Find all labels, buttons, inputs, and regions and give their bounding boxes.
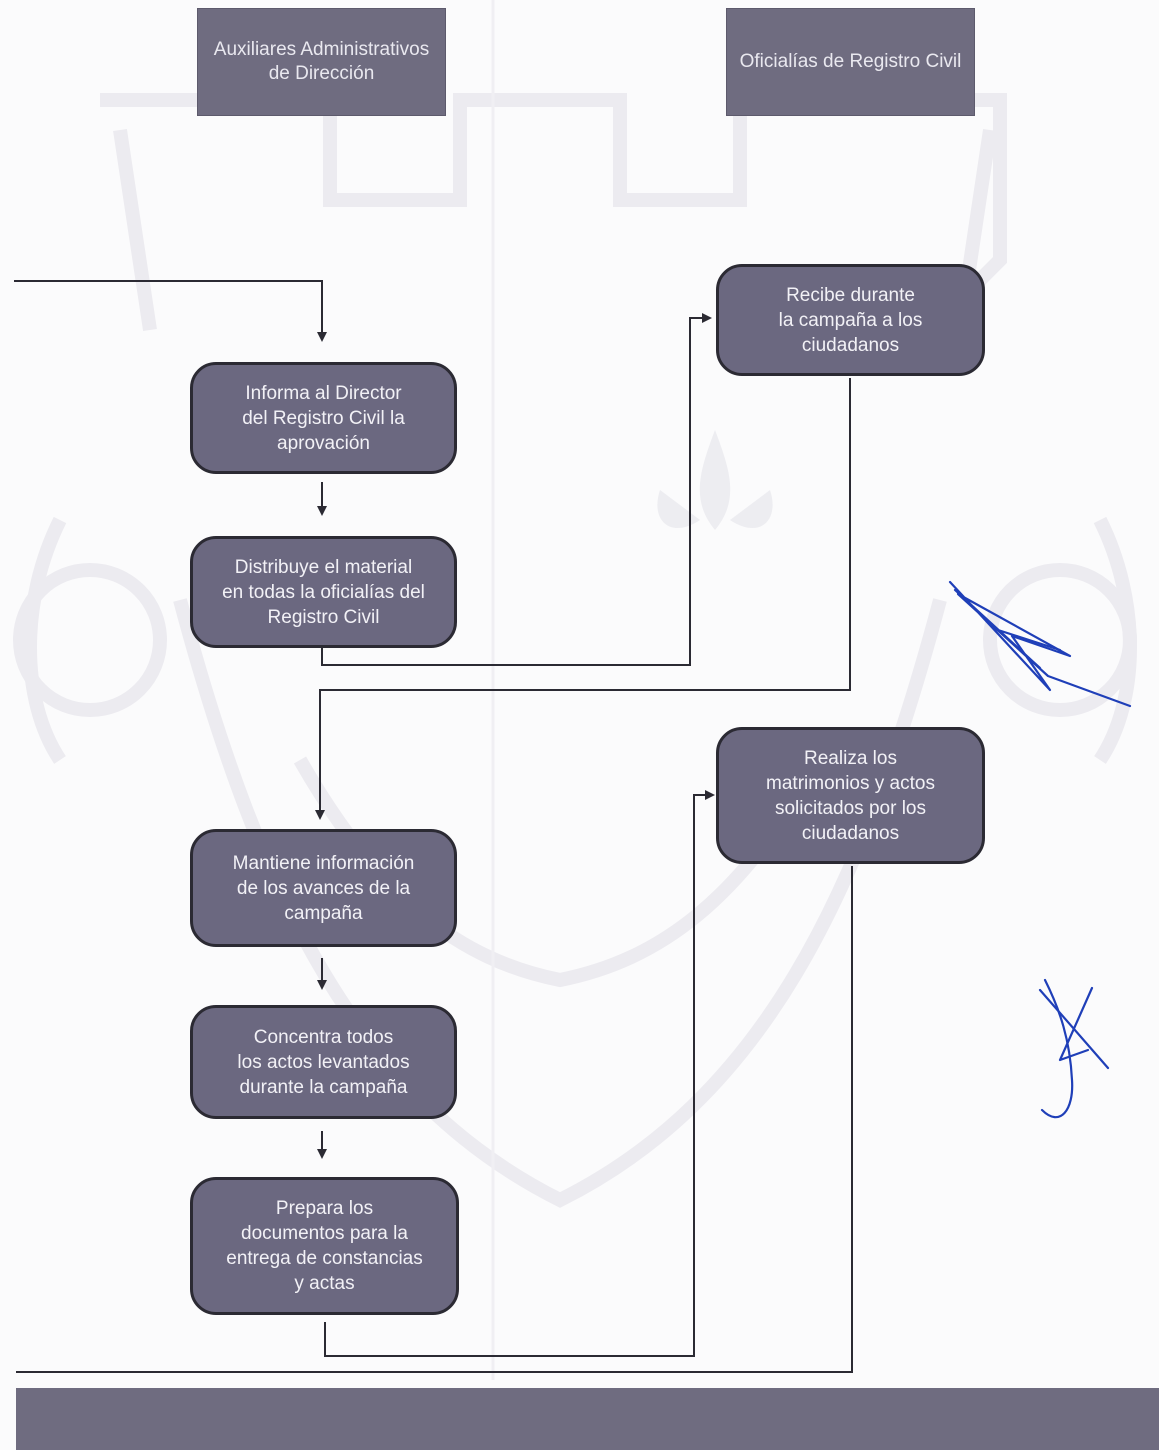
step-concentra-label: Concentra todos los actos levantados dur… [237, 1026, 410, 1098]
step-informa: Informa al Director del Registro Civil l… [190, 362, 457, 474]
step-prepara-label: Prepara los documentos para la entrega d… [226, 1198, 423, 1294]
connector-realiza-exit [16, 866, 853, 1373]
step-mantiene-label: Mantiene información de los avances de l… [232, 852, 415, 924]
step-recibe: Recibe durante la campaña a los ciudadan… [716, 264, 985, 376]
connector-prepara-realiza [324, 790, 715, 1357]
lane-header-auxiliares-label: Auxiliares Administrativos de Dirección [213, 39, 430, 84]
step-distribuye: Distribuye el material en todas la ofici… [190, 536, 457, 648]
footer-bar [16, 1388, 1159, 1450]
step-realiza-label: Realiza los matrimonios y actos solicita… [766, 747, 935, 844]
connector-distribuye-recibe [321, 313, 712, 666]
step-concentra: Concentra todos los actos levantados dur… [190, 1005, 457, 1119]
step-prepara: Prepara los documentos para la entrega d… [190, 1177, 459, 1315]
step-mantiene: Mantiene información de los avances de l… [190, 829, 457, 947]
step-realiza: Realiza los matrimonios y actos solicita… [716, 727, 985, 864]
step-distribuye-label: Distribuye el material en todas la ofici… [222, 556, 425, 628]
connector-recibe-mantiene [315, 378, 851, 820]
step-informa-label: Informa al Director del Registro Civil l… [242, 382, 405, 454]
step-recibe-label: Recibe durante la campaña a los ciudadan… [778, 284, 923, 356]
lane-header-auxiliares: Auxiliares Administrativos de Dirección [197, 8, 446, 116]
lane-header-oficialias-label: Oficialías de Registro Civil [739, 51, 962, 72]
connector-incoming [14, 280, 327, 342]
lane-header-oficialias: Oficialías de Registro Civil [726, 8, 975, 116]
